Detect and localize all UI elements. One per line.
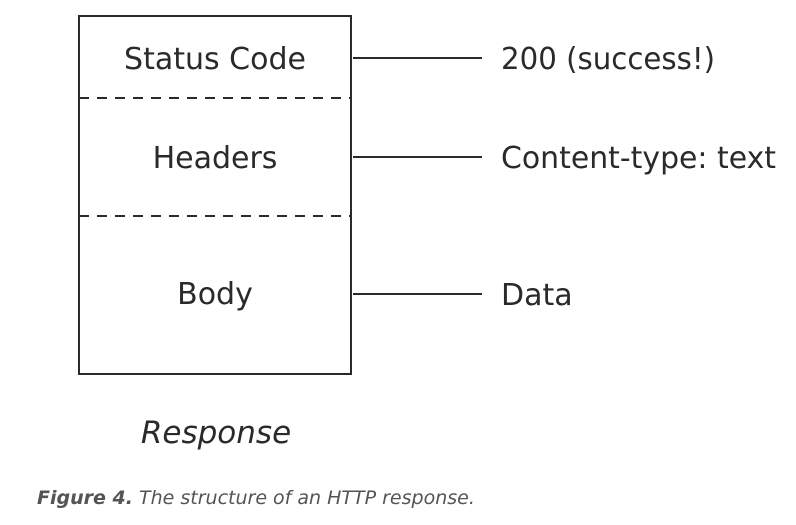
figure-caption-text: The structure of an HTTP response. bbox=[138, 487, 475, 509]
value-body: Data bbox=[501, 278, 573, 313]
diagram-title: Response bbox=[141, 415, 291, 451]
section-label-status-code: Status Code bbox=[124, 42, 306, 77]
figure-caption: Figure 4. The structure of an HTTP respo… bbox=[37, 487, 475, 509]
response-box bbox=[78, 15, 352, 375]
section-label-body: Body bbox=[177, 277, 253, 312]
value-status-code: 200 (success!) bbox=[501, 42, 715, 77]
section-label-headers: Headers bbox=[153, 141, 278, 176]
value-headers: Content-type: text bbox=[501, 141, 776, 176]
figure-caption-label: Figure 4. bbox=[37, 487, 133, 509]
